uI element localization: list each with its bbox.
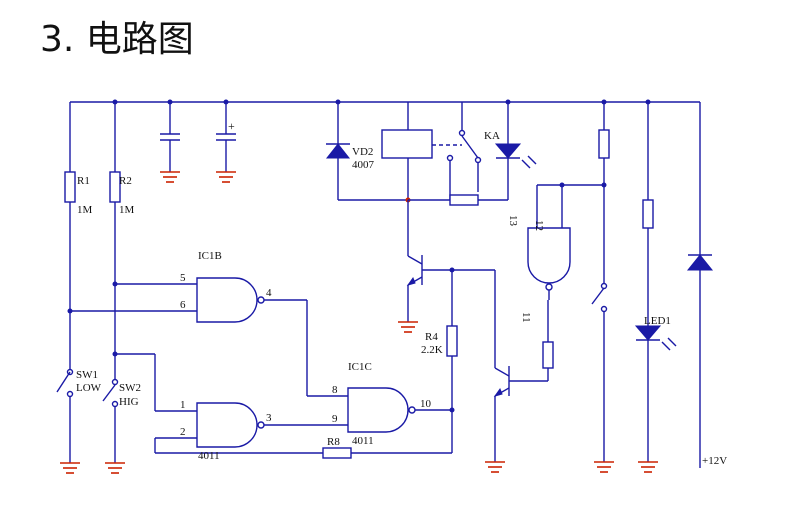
ground-symbol: [485, 461, 505, 473]
ka-label: KA: [484, 130, 500, 142]
r1-label: R1: [77, 175, 90, 187]
relay-coil: [381, 102, 462, 203]
resistor-r2: R2 1M: [109, 102, 135, 380]
ground-symbol: [216, 171, 236, 183]
ic1a-part: 4011: [198, 450, 220, 462]
resistor-led: [408, 194, 508, 206]
r1-value: 1M: [77, 204, 93, 216]
switch-sw2: SW2 HIG: [102, 378, 141, 463]
resistor-r8: R8: [322, 436, 452, 459]
switch-right: [591, 282, 608, 462]
transistor-q1: [406, 200, 495, 322]
r2-label: R2: [119, 175, 132, 187]
sw2-label: SW2: [119, 382, 141, 394]
pin-12: 12: [533, 220, 545, 231]
sw1-mode: LOW: [76, 382, 102, 394]
resistor-base: [542, 300, 554, 381]
gate-ic1c: IC1C 8 9 10 4011: [332, 361, 455, 447]
vd2-label: VD2: [352, 146, 373, 158]
r8-label: R8: [327, 436, 340, 448]
ground-symbol: [60, 462, 80, 474]
diode-supply: +12V: [686, 102, 727, 468]
pin-10: 10: [420, 398, 432, 410]
led-indicator: [494, 102, 537, 200]
gate-rotated: 12 13 11: [507, 182, 604, 323]
pin-3: 3: [266, 412, 272, 424]
page-title: 3. 电路图: [40, 19, 194, 60]
transistor-q2: [493, 270, 548, 462]
resistor-r1: R1 1M: [64, 102, 93, 370]
polarity-plus: +: [228, 119, 235, 133]
pin-8: 8: [332, 384, 338, 396]
sw1-label: SW1: [76, 369, 98, 381]
supply-voltage: +12V: [702, 455, 727, 467]
led1-label: LED1: [644, 315, 671, 327]
ground-symbol: [594, 461, 614, 473]
relay-contact-ka: KA: [446, 102, 500, 200]
pin-5: 5: [180, 272, 186, 284]
pin-9: 9: [332, 413, 338, 425]
pin-13: 13: [507, 215, 519, 227]
ground-symbol: [160, 171, 180, 183]
ic1b-label: IC1B: [198, 250, 222, 262]
switch-sw1: SW1 LOW: [56, 368, 102, 463]
resistor-r4: R4 2.2K: [421, 270, 458, 453]
capacitor-c1: [160, 102, 180, 172]
sw2-mode: HIG: [119, 396, 139, 408]
top-supply-rail: [70, 99, 700, 105]
ic1c-part: 4011: [352, 435, 374, 447]
pin-2: 2: [180, 426, 186, 438]
led1: LED1: [634, 102, 677, 462]
pin-4: 4: [266, 287, 272, 299]
capacitor-c2: +: [216, 102, 236, 172]
ground-symbol: [638, 461, 658, 473]
diode-vd2: VD2 4007: [325, 102, 408, 201]
pin-1: 1: [180, 399, 186, 411]
ground-symbol: [398, 321, 418, 333]
r4-label: R4: [425, 331, 438, 343]
gate-ic1a: 1 2 3 4011: [112, 351, 348, 462]
ground-symbol: [105, 462, 125, 474]
ic1c-label: IC1C: [348, 361, 372, 373]
r2-value: 1M: [119, 204, 135, 216]
resistor-right: [598, 102, 610, 284]
gate-ic1b: IC1B 5 6 4: [67, 250, 348, 397]
r4-value: 2.2K: [421, 344, 443, 356]
pin-6: 6: [180, 299, 186, 311]
vd2-part: 4007: [352, 159, 375, 171]
pin-11: 11: [520, 312, 532, 323]
